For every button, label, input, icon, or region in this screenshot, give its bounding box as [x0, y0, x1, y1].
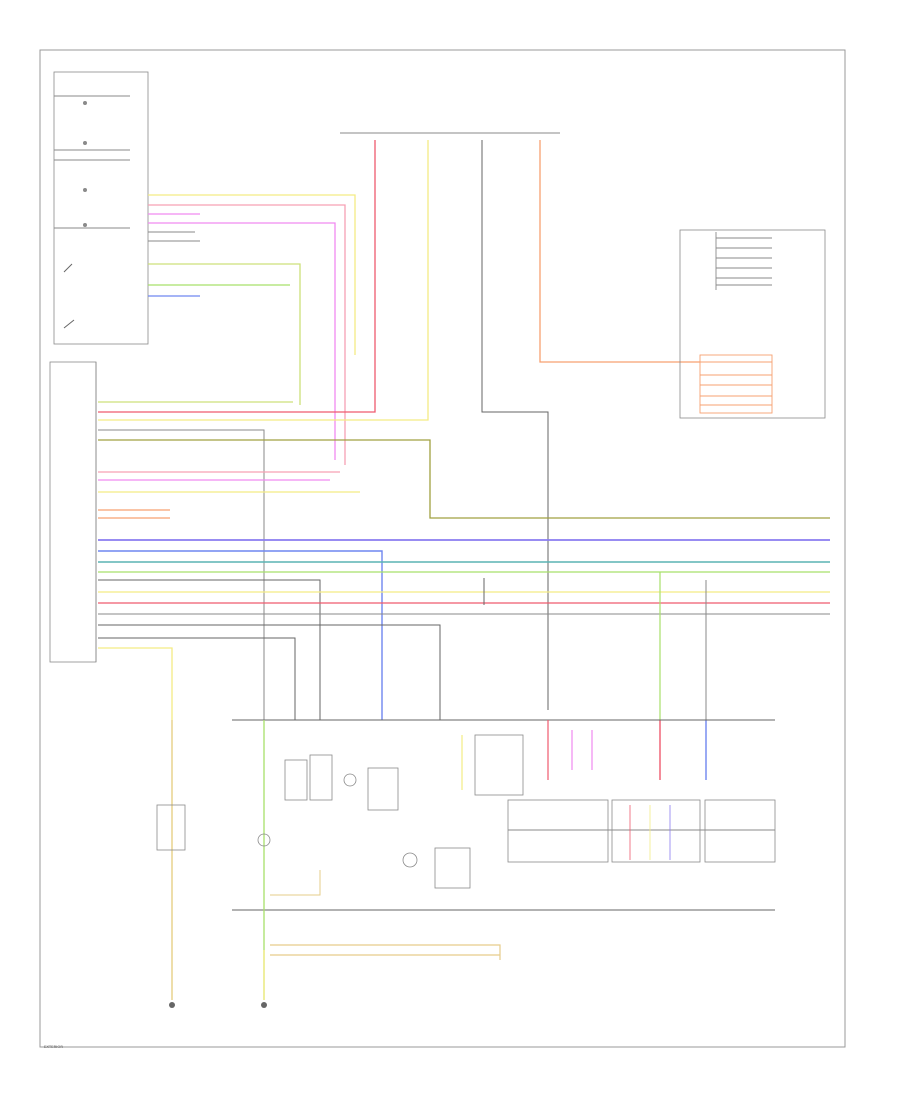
- upper-harness: [148, 194, 356, 465]
- lower-components: [156, 720, 593, 1008]
- fuse-feeds: [98, 132, 700, 710]
- right-drops: [659, 572, 707, 780]
- footer-code: EXTERIOR: [44, 1044, 63, 1049]
- right-module: [679, 229, 826, 419]
- switch-cluster-top-left: [53, 71, 149, 345]
- main-switch-connector: [49, 361, 97, 663]
- lower-bus: [232, 719, 775, 911]
- diagram-frame: [39, 49, 846, 1048]
- switch-side-wires: [98, 401, 830, 720]
- fuse-array: [507, 799, 776, 863]
- long-runs: [98, 539, 830, 1000]
